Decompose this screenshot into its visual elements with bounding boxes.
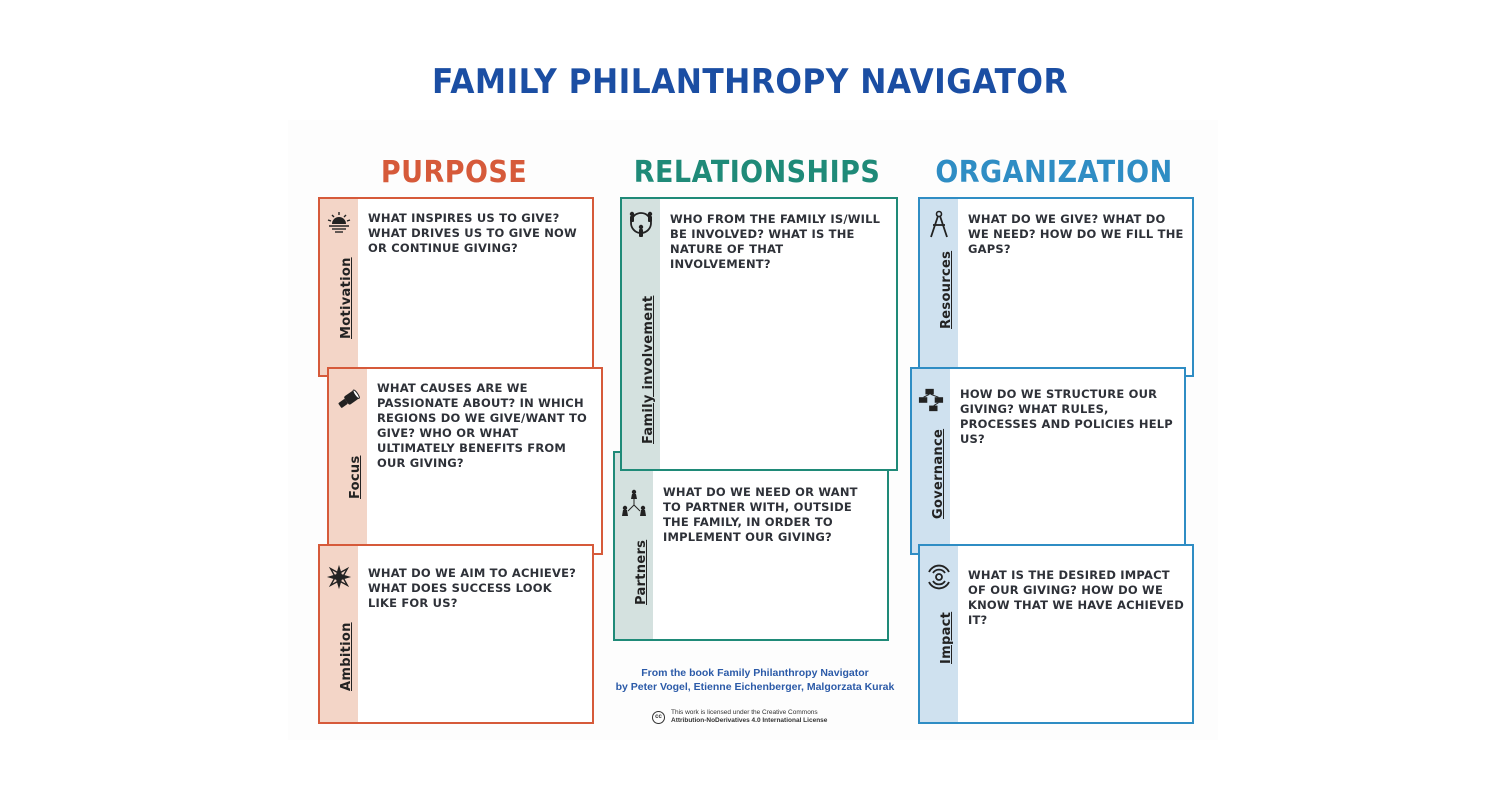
box-resources: Resources What do we give? What do we ne… xyxy=(918,197,1194,377)
label-resources: Resources xyxy=(939,250,954,329)
telescope-icon xyxy=(335,387,361,413)
credit-line-1: From the book Family Philanthropy Naviga… xyxy=(641,667,869,679)
box-focus: Focus What causes are we passionate abou… xyxy=(327,367,603,555)
book-credit: From the book Family Philanthropy Naviga… xyxy=(600,666,910,694)
box-ambition: Ambition What do we aim to achieve? What… xyxy=(318,544,594,724)
box-governance: Governance How do we structure our givin… xyxy=(910,367,1186,555)
compass-star-icon xyxy=(326,564,352,590)
org-chart-icon xyxy=(918,387,944,413)
credit-line-2: by Peter Vogel, Etienne Eichenberger, Ma… xyxy=(615,681,895,693)
question-focus: What causes are we passionate about? In … xyxy=(377,381,588,470)
question-impact: What is the desired impact of our giving… xyxy=(968,568,1184,627)
column-title-purpose: PURPOSE xyxy=(380,155,528,190)
question-family-involvement: Who from the family is/will be involved?… xyxy=(670,212,881,271)
label-impact: Impact xyxy=(939,611,954,664)
sunrise-icon xyxy=(326,209,352,235)
label-governance: Governance xyxy=(931,428,946,519)
license-notice: cc This work is licensed under the Creat… xyxy=(652,709,827,725)
family-circle-icon xyxy=(628,211,654,237)
network-people-icon xyxy=(621,489,647,517)
question-resources: What do we give? What do we need? How do… xyxy=(968,212,1184,256)
box-partners: Partners What do we need or want to part… xyxy=(613,451,889,641)
box-impact: Impact What is the desired impact of our… xyxy=(918,544,1194,724)
license-line-2: Attribution-NoDerivatives 4.0 Internatio… xyxy=(671,717,828,724)
question-motivation: What inspires us to give? What drives us… xyxy=(368,211,577,255)
box-family-involvement: Family involvement Who from the family i… xyxy=(620,197,898,471)
side-bar xyxy=(912,369,950,553)
box-motivation: Motivation What inspires us to give? Wha… xyxy=(318,197,594,377)
creative-commons-icon: cc xyxy=(652,710,665,724)
drafting-compass-icon xyxy=(926,210,952,238)
question-partners: What do we need or want to partner with,… xyxy=(663,485,858,544)
label-family-involvement: Family involvement xyxy=(641,295,656,444)
column-title-relationships: RELATIONSHIPS xyxy=(633,155,881,190)
question-ambition: What do we aim to achieve? What does suc… xyxy=(368,566,577,610)
side-bar xyxy=(622,199,660,469)
side-bar xyxy=(920,546,958,722)
label-motivation: Motivation xyxy=(339,257,354,339)
label-focus: Focus xyxy=(348,455,363,499)
page-title: FAMILY PHILANTHROPY NAVIGATOR xyxy=(431,62,1068,102)
label-ambition: Ambition xyxy=(339,622,354,691)
label-partners: Partners xyxy=(634,539,649,605)
column-title-organization: ORGANIZATION xyxy=(935,155,1173,190)
ripple-target-icon xyxy=(926,564,952,590)
side-bar xyxy=(920,199,958,375)
license-line-1: This work is licensed under the Creative… xyxy=(671,709,818,716)
question-governance: How do we structure our giving? What rul… xyxy=(960,387,1173,446)
side-bar xyxy=(615,453,653,639)
